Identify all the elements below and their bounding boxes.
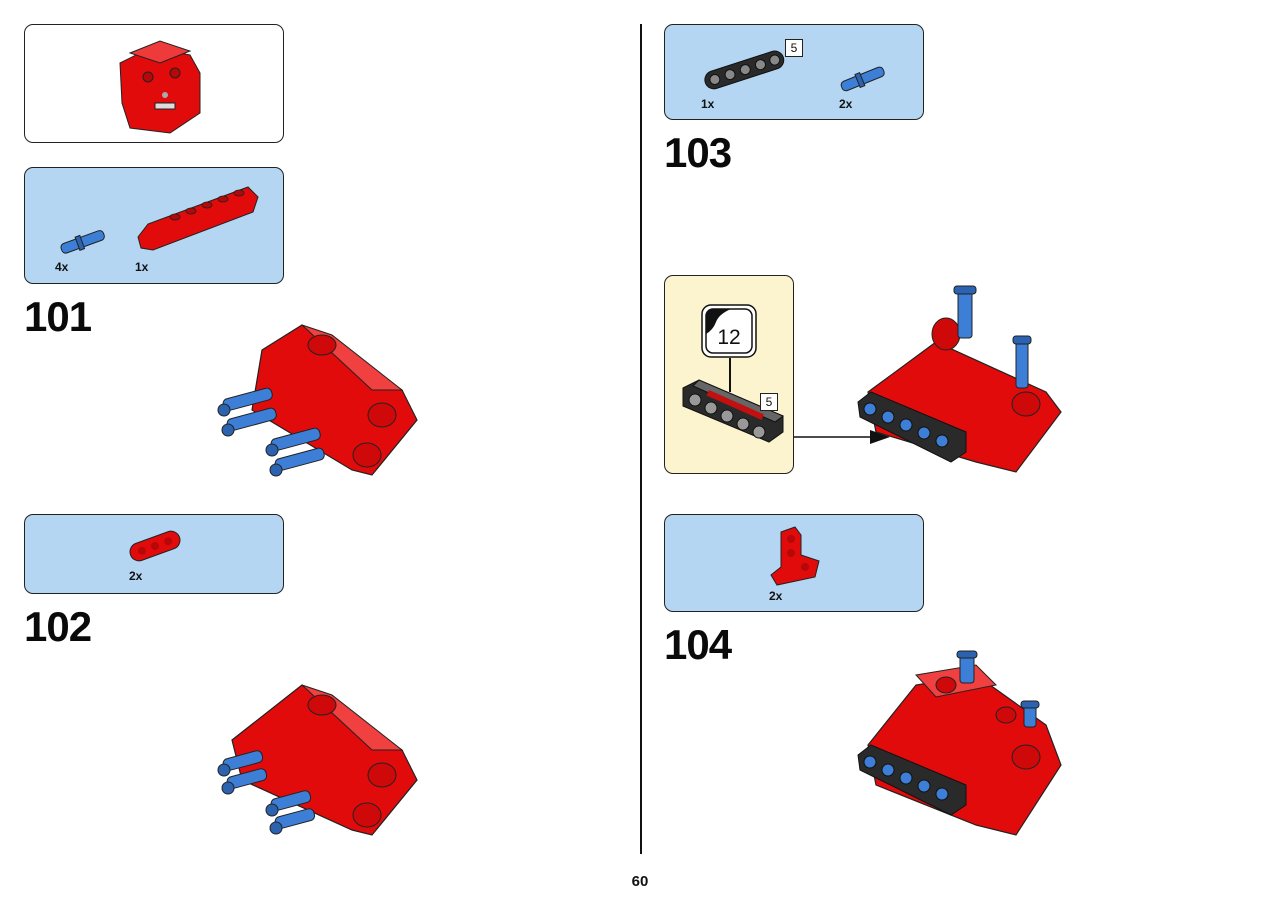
step-101-parts-panel: 4x 1x <box>24 167 284 284</box>
prev-step-result-panel <box>24 24 284 143</box>
red-t-beam-icon <box>770 526 820 586</box>
black-beam-icon <box>704 50 785 90</box>
step-103-part-1-qty: 1x <box>701 97 715 111</box>
callout-arrow <box>794 430 890 444</box>
step-103-part-2-qty: 2x <box>839 97 853 111</box>
blue-axle-pin-icon <box>840 66 885 92</box>
black-beam-length-badge: 5 <box>785 39 803 57</box>
step-102-model-image <box>217 684 418 836</box>
repeat-count-icon <box>701 304 757 358</box>
step-103-callout-panel: 12 5 <box>664 275 794 474</box>
red-beam-icon <box>137 186 259 251</box>
step-104-parts-panel: 2x <box>664 514 924 612</box>
step-103-model-image <box>857 285 1062 473</box>
step-103-number: 103 <box>664 129 732 176</box>
step-101-part-1-qty: 4x <box>55 260 69 274</box>
black-beam-assembly-image <box>682 379 784 443</box>
callout-leader-line <box>729 358 731 392</box>
step-101-model-image <box>217 324 418 477</box>
page-number: 60 <box>631 873 649 890</box>
step-102-parts-panel: 2x <box>24 514 284 594</box>
step-104-model-image <box>857 650 1062 836</box>
step-101-part-2-qty: 1x <box>135 260 149 274</box>
red-short-beam-icon <box>129 530 181 562</box>
red-subassembly-image <box>119 40 201 134</box>
callout-beam-length-badge: 5 <box>760 393 778 411</box>
step-102-part-1-qty: 2x <box>129 569 143 583</box>
page-divider <box>640 24 642 854</box>
step-102-number: 102 <box>24 603 92 650</box>
step-103-parts-panel: 5 1x 2x <box>664 24 924 120</box>
repeat-count-label: 12 <box>717 326 741 349</box>
step-104-part-1-qty: 2x <box>769 589 783 603</box>
blue-axle-pin-icon <box>60 230 105 254</box>
step-104-number: 104 <box>664 621 732 668</box>
step-101-number: 101 <box>24 293 92 340</box>
